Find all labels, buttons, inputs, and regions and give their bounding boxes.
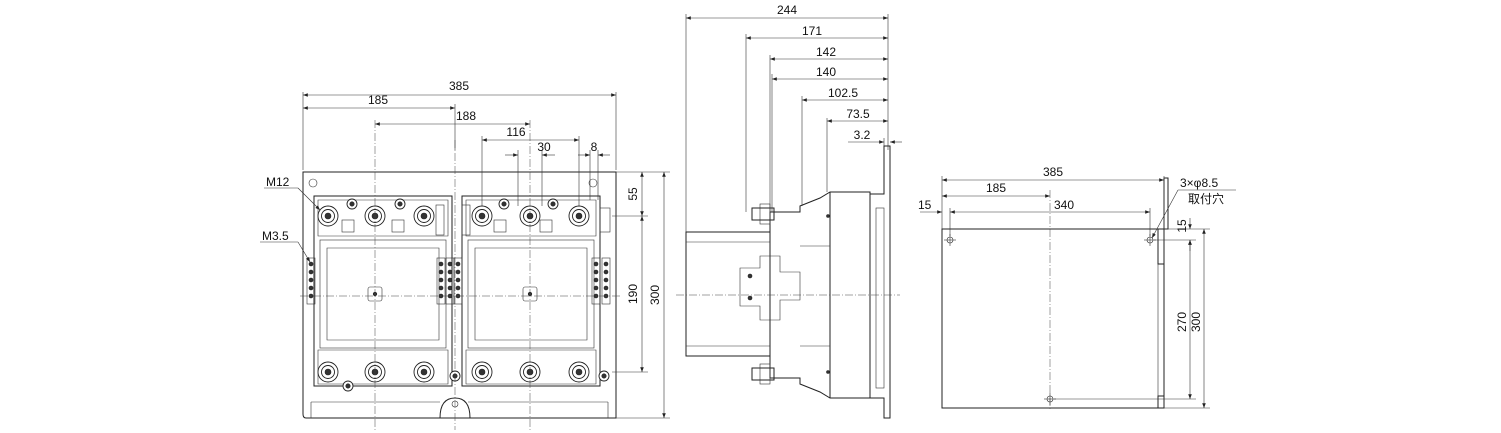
front-dim-55: 55	[626, 187, 640, 201]
mount-label-holes-jp: 取付穴	[1188, 191, 1224, 206]
mount-dim-15-left: 15	[918, 198, 932, 212]
mounting-view: 385 185 15 340 3×φ8.5 取付穴 15 270 300	[918, 165, 1236, 410]
mount-dim-185: 185	[986, 181, 1006, 195]
front-dim-116: 116	[506, 125, 525, 139]
front-dim-190: 190	[626, 284, 640, 304]
front-dim-300: 300	[648, 285, 662, 305]
front-dim-188: 188	[456, 109, 476, 123]
side-dim-3-2: 3.2	[854, 128, 871, 142]
side-view: 244 171 142 140 102.5 73.5 3.2	[676, 3, 902, 419]
mount-dim-340: 340	[1054, 198, 1074, 212]
label-m12: M12	[266, 175, 290, 189]
front-dim-8: 8	[591, 140, 598, 154]
mount-dim-15-top: 15	[1175, 219, 1189, 233]
front-dim-385: 385	[449, 79, 469, 93]
side-dim-244: 244	[777, 3, 797, 17]
label-m35: M3.5	[262, 229, 289, 243]
front-view: 385 185 188 116 30 8 55 190	[260, 79, 670, 430]
mount-dim-385: 385	[1043, 165, 1063, 179]
side-dim-102-5: 102.5	[828, 86, 858, 100]
side-dim-140: 140	[816, 65, 836, 79]
side-dim-171: 171	[802, 24, 822, 38]
mount-dim-300: 300	[1189, 312, 1203, 332]
mount-label-holes: 3×φ8.5	[1180, 176, 1218, 190]
side-dim-142: 142	[816, 45, 836, 59]
front-dim-185: 185	[368, 93, 388, 107]
side-dim-73-5: 73.5	[846, 107, 870, 121]
front-dim-30: 30	[537, 140, 551, 154]
mount-dim-270: 270	[1175, 312, 1189, 332]
